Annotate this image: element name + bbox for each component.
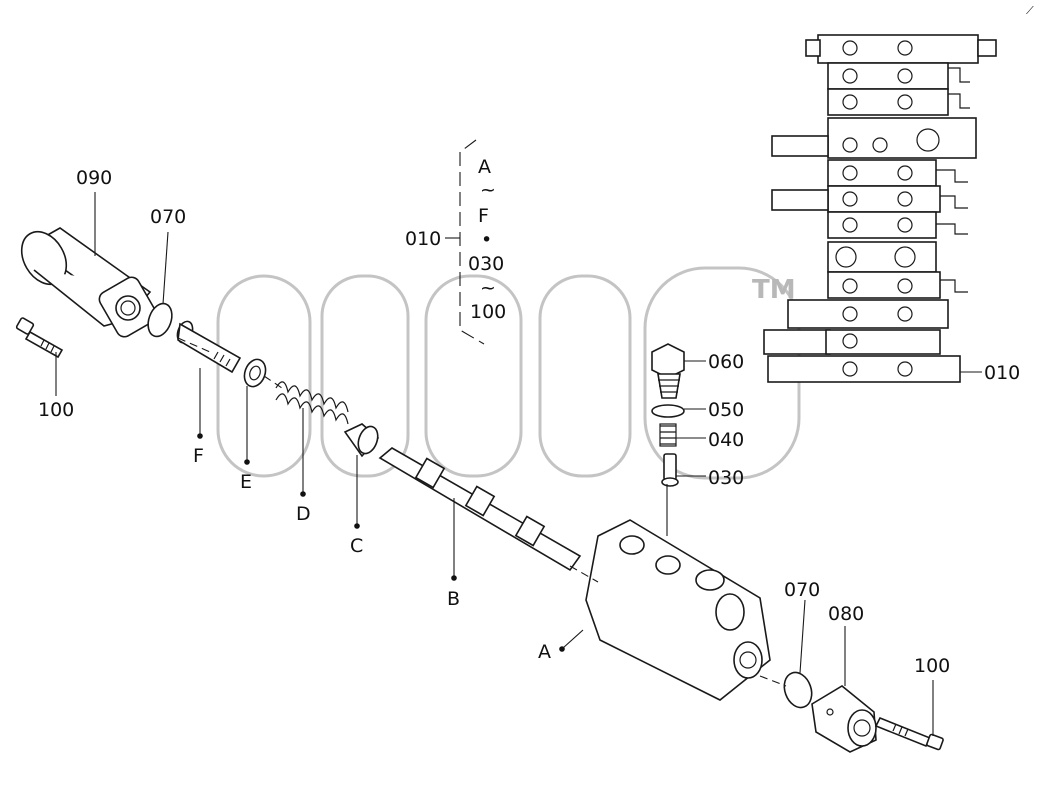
valve-stack-assembly [763, 34, 997, 383]
spring-040 [659, 423, 677, 447]
letter-C: C [350, 535, 363, 557]
part-B-spool [378, 447, 582, 572]
range-item-4: • [481, 229, 492, 251]
range-item-3: F [478, 205, 489, 227]
callout-100-left: 100 [38, 399, 74, 421]
callout-080: 080 [828, 603, 864, 625]
callout-labels: 090 070 100 010 A ~ F • 030 ~ 100 060 05… [38, 4, 1034, 677]
range-item-2: ~ [480, 179, 496, 201]
bolt-100-left [15, 317, 64, 359]
part-C-sleeve [343, 423, 380, 458]
range-item-7: 100 [470, 301, 506, 323]
letter-D: D [296, 503, 311, 525]
letter-E: E [240, 471, 252, 493]
o-ring-070-left [147, 302, 173, 338]
letter-B: B [447, 588, 460, 610]
valve-stack-ports [835, 40, 940, 377]
callout-090: 090 [76, 167, 112, 189]
callout-010-right: 010 [984, 362, 1020, 384]
callout-050: 050 [708, 399, 744, 421]
corner-mark: ⟋ [1026, 4, 1034, 17]
part-E-washer [243, 358, 267, 388]
leader-lines [55, 139, 982, 736]
bolt-100-right [874, 716, 944, 751]
o-ring-050 [651, 404, 685, 418]
poppet-030 [661, 453, 679, 487]
range-item-1: A [478, 156, 491, 178]
callout-040: 040 [708, 429, 744, 451]
callout-060: 060 [708, 351, 744, 373]
letter-A: A [538, 641, 551, 663]
range-item-5: 030 [468, 253, 504, 275]
part-F-poppet [176, 320, 242, 374]
end-cover-090 [20, 227, 158, 338]
plug-060 [651, 343, 685, 399]
part-A-valve-body [585, 519, 771, 701]
callout-010-bracket: 010 [405, 228, 441, 250]
o-ring-070-right [783, 671, 813, 709]
callout-070-right: 070 [784, 579, 820, 601]
callout-070-left: 070 [150, 206, 186, 228]
leader-dots [197, 433, 565, 652]
callout-100-right: 100 [914, 655, 950, 677]
range-item-6: ~ [480, 277, 496, 299]
part-D-spring [275, 381, 349, 425]
letter-F: F [193, 445, 204, 467]
watermark-logo: TM [216, 266, 801, 480]
callout-030: 030 [708, 467, 744, 489]
cover-080 [811, 685, 877, 753]
